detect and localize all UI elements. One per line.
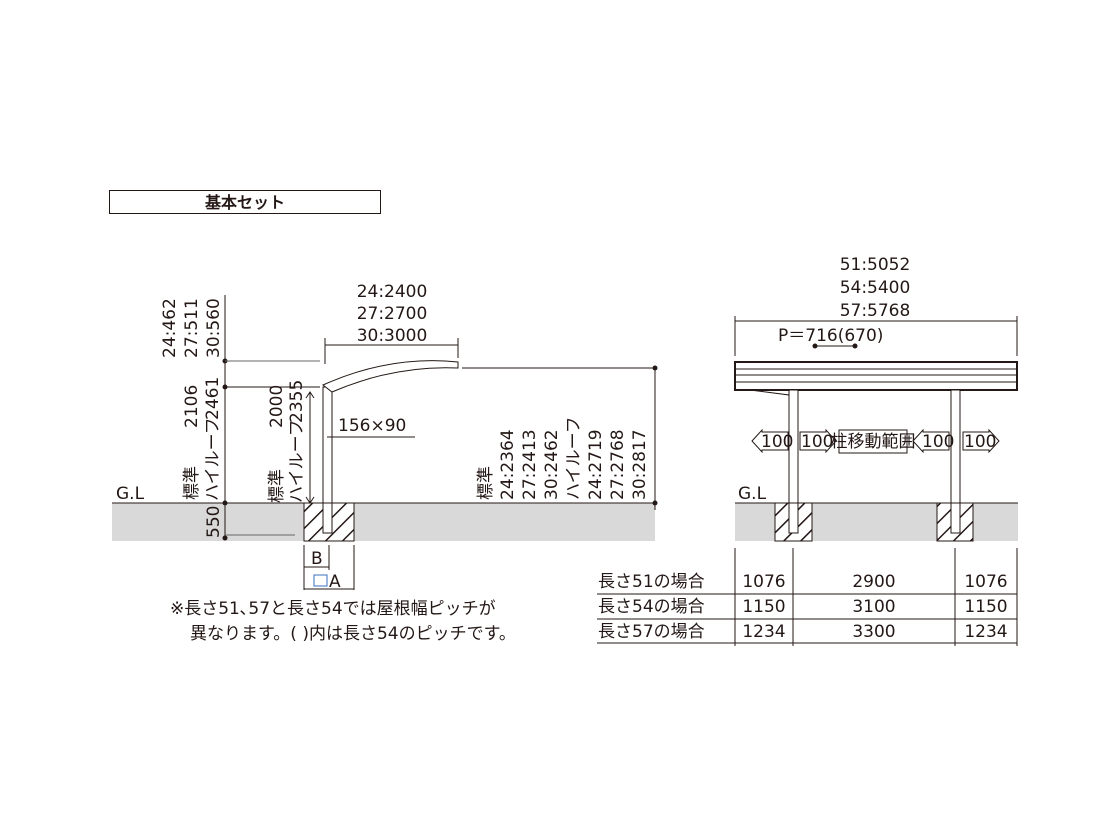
ground [112,503,655,541]
embed-depth: 550 [204,506,224,538]
offset-label: 100 [801,432,833,452]
front-height-dims: 標準 24:2364 27:2413 30:2462 ハイルーフ 24:2719… [476,416,650,500]
front-high-27: 27:2768 [608,429,628,500]
roof-front [734,361,1018,391]
front-high-label: ハイルーフ [564,416,584,500]
square-icon [313,574,328,587]
gl-label-front: G.L [738,484,767,504]
note-line-1: ※長さ51､57と長さ54では屋根幅ピッチが [170,599,496,619]
cell: 1076 [964,572,1007,592]
cell: 1150 [964,597,1007,617]
row-label: 長さ51の場合 [598,572,705,592]
post-size: 156×90 [338,416,406,436]
width-54: 54:5400 [840,278,911,298]
grade-high: ハイルーフ [203,417,223,501]
title: 基本セット [204,193,285,212]
roof [322,360,459,393]
overall-height-high: 2461 [203,377,223,420]
offset-label: 100 [964,432,996,452]
arrow-right-2: 100 [962,428,1000,454]
clear-height-high: 2355 [287,380,307,423]
clear-height-std: 2000 [267,385,287,428]
arrow-left-1: 100 [751,428,793,454]
offset-label: 100 [922,432,954,452]
front-high-24: 24:2719 [586,429,606,500]
front-std-27: 27:2413 [520,429,540,500]
note-line-2: 異なります。( )内は長さ54のピッチです。 [190,624,516,644]
clear-grade-std: 標準 [267,469,287,503]
post-range: 柱移動範囲 [831,432,916,452]
row-label: 長さ57の場合 [598,622,705,642]
roof-rise-dims: 24:462 27:511 30:560 [160,298,224,358]
foundation-b: B [311,549,323,569]
cell: 1076 [742,572,785,592]
front-view: G.L 51:5052 54:5400 57:5768 P＝716(670) 1… [734,255,1018,542]
cell: 2900 [852,572,895,592]
front-std-label: 標準 [476,466,496,500]
roof-rise-30: 30:560 [204,298,224,358]
overall-height-std: 2106 [182,385,202,428]
side-view: G.L 24:462 27:511 30:560 2106 2461 標準 ハイ… [112,282,658,592]
grade-std: 標準 [182,466,202,500]
arrow-left-2: 100 [912,428,954,454]
depth-24: 24:2400 [357,282,428,302]
arrow-right-1: 100 [799,428,837,454]
pitch: P＝716(670) [778,326,883,346]
depth-30: 30:3000 [357,326,428,346]
depth-27: 27:2700 [357,304,428,324]
dimension-table: 長さ51の場合 1076 2900 1076 長さ54の場合 1150 3100… [597,548,1018,646]
table-row: 長さ51の場合 1076 2900 1076 [598,572,1008,592]
clear-grade-high: ハイルーフ [287,419,307,503]
front-high-30: 30:2817 [630,429,650,500]
front-std-30: 30:2462 [542,429,562,500]
cell: 1234 [964,622,1007,642]
table-row: 長さ57の場合 1234 3300 1234 [598,622,1008,642]
cell: 1150 [742,597,785,617]
roof-rise-27: 27:511 [182,298,202,358]
front-std-24: 24:2364 [498,429,518,500]
roof-rise-24: 24:462 [160,298,180,358]
width-57: 57:5768 [840,301,911,321]
row-label: 長さ54の場合 [598,597,705,617]
width-51: 51:5052 [840,255,911,275]
cell: 1234 [742,622,785,642]
table-row: 長さ54の場合 1150 3100 1150 [598,597,1008,617]
title-box: 基本セット [109,190,381,214]
cell: 3100 [852,597,895,617]
cell: 3300 [852,622,895,642]
foundation-a: A [329,572,341,592]
offset-label: 100 [761,432,793,452]
gl-label: G.L [116,484,145,504]
